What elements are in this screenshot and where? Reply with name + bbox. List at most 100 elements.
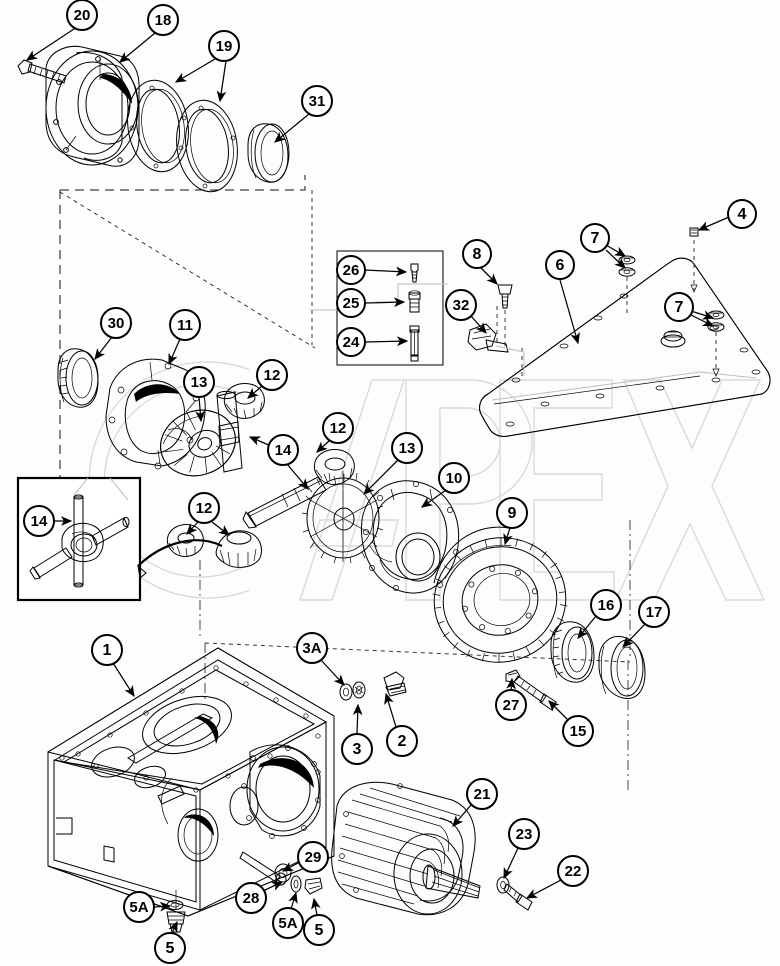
callout-3[interactable]: 3 (341, 733, 373, 765)
callout-24[interactable]: 24 (336, 327, 366, 357)
callout-7[interactable]: 7 (580, 223, 610, 253)
callout-7[interactable]: 7 (664, 292, 694, 322)
part-13-side-gear-left (160, 409, 236, 477)
callout-circle (256, 359, 288, 391)
callout-12[interactable]: 12 (256, 359, 288, 391)
callout-circle (235, 882, 267, 914)
part-14-cross-shaft-vertical (216, 390, 243, 473)
callout-30[interactable]: 30 (100, 307, 132, 339)
callout-21[interactable]: 21 (466, 778, 498, 810)
plate-nut (660, 330, 686, 348)
callout-19[interactable]: 19 (208, 30, 240, 62)
callout-2[interactable]: 2 (386, 725, 418, 757)
callout-4[interactable]: 4 (727, 199, 757, 229)
part-13-side-gear-right (301, 471, 384, 564)
callout-27[interactable]: 27 (495, 689, 527, 721)
callout-17[interactable]: 17 (638, 596, 670, 628)
assembly-boundary-dashes (59, 175, 631, 790)
callout-circle (303, 914, 335, 946)
callout-circle (438, 462, 470, 494)
callout-12[interactable]: 12 (188, 492, 220, 524)
callout-13[interactable]: 13 (391, 432, 423, 464)
callout-number: 5A (129, 899, 148, 916)
callout-circle (336, 288, 366, 318)
callout-number: 21 (474, 786, 491, 803)
callout-circle (341, 733, 373, 765)
callout-5a[interactable]: 5A (272, 907, 304, 939)
callout-13[interactable]: 13 (183, 366, 215, 398)
part-3A-oring (339, 683, 353, 701)
part-5-plug-right (304, 877, 323, 895)
callout-number: 1 (103, 642, 112, 659)
callout-number: 28 (243, 890, 260, 907)
callout-20[interactable]: 20 (66, 0, 98, 31)
callout-circle (445, 289, 477, 321)
callout-14[interactable]: 14 (23, 505, 55, 537)
callout-5[interactable]: 5 (154, 932, 186, 964)
callout-number: 32 (453, 297, 470, 314)
callout-9[interactable]: 9 (496, 497, 528, 529)
callout-3a[interactable]: 3A (296, 632, 328, 664)
callout-number: 8 (473, 246, 482, 263)
part-16-bearing-cone (550, 621, 595, 683)
part-12-pinion-lower-mid (215, 530, 262, 568)
callout-number: 30 (108, 315, 125, 332)
callout-number: 14 (31, 513, 48, 530)
callout-number: 29 (305, 849, 322, 866)
callout-15[interactable]: 15 (562, 715, 594, 747)
callout-number: 25 (343, 295, 360, 312)
callout-circle (336, 255, 366, 285)
callout-31[interactable]: 31 (301, 85, 333, 117)
callout-6[interactable]: 6 (545, 250, 575, 280)
callout-circle (462, 239, 492, 269)
leader-lines (25, 28, 730, 934)
callout-circle (66, 0, 98, 31)
callout-circle (466, 778, 498, 810)
callout-circle (123, 891, 155, 923)
callout-12[interactable]: 12 (322, 412, 354, 444)
callout-number: 18 (155, 12, 172, 29)
callout-number: 5A (278, 915, 297, 932)
callout-number: 4 (738, 206, 747, 223)
callout-5a[interactable]: 5A (123, 891, 155, 923)
callout-10[interactable]: 10 (438, 462, 470, 494)
callout-circle (336, 327, 366, 357)
callout-22[interactable]: 22 (557, 855, 589, 887)
callout-23[interactable]: 23 (508, 818, 540, 850)
part-3-washer (352, 681, 366, 699)
inset-box-tube-assembly (310, 250, 448, 366)
part-25-connector (408, 290, 421, 313)
callout-32[interactable]: 32 (445, 289, 477, 321)
part-14-spider-detail (29, 494, 130, 588)
part-10-case-half (360, 480, 460, 594)
part-21-finned-housing (331, 781, 481, 916)
callout-number: 11 (177, 317, 193, 334)
callout-number: 19 (216, 38, 233, 55)
callout-number: 24 (343, 334, 360, 351)
callout-25[interactable]: 25 (336, 288, 366, 318)
callout-16[interactable]: 16 (590, 589, 622, 621)
part-6-cover-plate (479, 257, 771, 437)
callout-29[interactable]: 29 (297, 841, 329, 873)
part-9-ring-gear (432, 526, 568, 663)
callout-circle (580, 223, 610, 253)
callout-circle (508, 818, 540, 850)
callout-26[interactable]: 26 (336, 255, 366, 285)
callout-5[interactable]: 5 (303, 914, 335, 946)
callout-circle (23, 505, 55, 537)
callout-8[interactable]: 8 (462, 239, 492, 269)
callout-circle (727, 199, 757, 229)
part-31-oil-seal (247, 123, 290, 183)
callout-number: 23 (516, 826, 533, 843)
part-27-lock-washer (505, 669, 521, 683)
part-19-shim-b (176, 99, 238, 193)
callout-circle (91, 634, 123, 666)
callout-18[interactable]: 18 (147, 4, 179, 36)
callout-11[interactable]: 11 (169, 309, 201, 341)
callout-28[interactable]: 28 (235, 882, 267, 914)
callout-circle (154, 932, 186, 964)
callout-14[interactable]: 14 (267, 434, 299, 466)
part-19-shim-a (127, 79, 189, 173)
callout-1[interactable]: 1 (91, 634, 123, 666)
